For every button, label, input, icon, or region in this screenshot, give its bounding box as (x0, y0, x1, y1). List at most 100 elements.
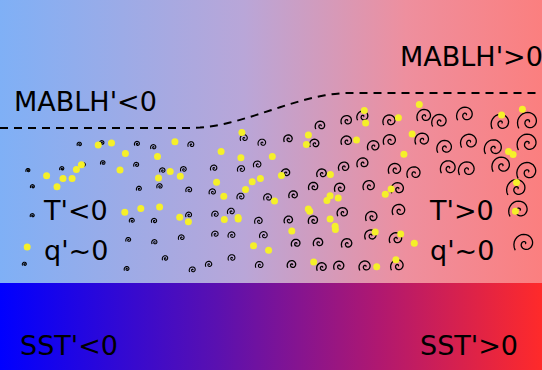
moisture-dot (323, 197, 330, 204)
moisture-dot (510, 151, 517, 158)
moisture-dot (218, 148, 225, 155)
eddy (210, 165, 216, 170)
annotation-label: q'~0 (430, 236, 494, 266)
annotation-label: q'~0 (44, 236, 108, 266)
eddy (437, 140, 452, 152)
eddy (383, 135, 395, 145)
eddy (415, 133, 429, 144)
eddy (440, 161, 455, 173)
eddy (509, 201, 527, 217)
eddy (366, 211, 377, 221)
eddy (205, 261, 211, 266)
eddy (309, 182, 318, 190)
moisture-dot (395, 114, 402, 121)
eddy (291, 239, 300, 246)
eddy (181, 167, 187, 172)
moisture-dot (382, 191, 389, 198)
moisture-dot (249, 178, 256, 185)
moisture-dot (305, 206, 312, 213)
moisture-dot (117, 166, 124, 173)
eddy (335, 183, 345, 192)
moisture-dot (156, 204, 163, 211)
eddy (136, 186, 141, 190)
moisture-dot (121, 209, 128, 216)
eddy (255, 217, 263, 223)
moisture-dot (221, 216, 228, 223)
eddy (317, 263, 327, 271)
moisture-dot (54, 183, 61, 190)
eddy (212, 231, 218, 236)
eddy (237, 166, 244, 172)
moisture-dot (95, 142, 102, 149)
moisture-dot (519, 106, 526, 113)
moisture-dot (73, 166, 80, 173)
moisture-dot (155, 175, 162, 182)
moisture-dot (335, 195, 342, 202)
moisture-dot (137, 205, 144, 212)
moisture-dot (237, 154, 244, 161)
eddy (432, 114, 446, 126)
eddy (341, 239, 351, 248)
moisture-dot (238, 129, 245, 136)
eddy (152, 240, 157, 244)
annotation-label: T'<0 (44, 196, 108, 226)
eddy (517, 134, 536, 150)
moisture-dot (278, 172, 285, 179)
eddy (228, 255, 235, 261)
moisture-dot (154, 153, 161, 160)
moisture-dot (332, 226, 339, 233)
moisture-dot (185, 218, 192, 225)
eddy (492, 157, 510, 172)
sst-label: SST'>0 (420, 331, 518, 361)
moisture-dot (305, 131, 312, 138)
moisture-dot (353, 137, 360, 144)
moisture-dot (69, 175, 76, 182)
moisture-dot (397, 231, 404, 238)
moisture-dot (388, 186, 395, 193)
eddy (77, 142, 81, 146)
moisture-dot (167, 168, 174, 175)
moisture-dot (235, 214, 242, 221)
eddy (461, 134, 477, 147)
eddy (392, 204, 405, 215)
eddy (518, 112, 537, 128)
moisture-dot (372, 228, 379, 235)
moisture-dot (513, 179, 520, 186)
moisture-dot (512, 208, 519, 215)
eddy (367, 141, 379, 151)
moisture-dot (288, 228, 295, 235)
moisture-dot (177, 173, 184, 180)
eddy (30, 185, 34, 188)
eddy (363, 181, 374, 191)
eddy (255, 262, 263, 268)
eddy (514, 234, 533, 250)
eddy (134, 141, 139, 145)
eddy (317, 169, 327, 177)
moisture-dot (242, 186, 249, 193)
eddy (484, 140, 501, 154)
eddy (228, 232, 235, 238)
annotation-label: T'>0 (430, 196, 494, 226)
eddy (237, 193, 244, 199)
eddy (334, 261, 344, 270)
eddy (160, 168, 165, 173)
moisture-dot (220, 193, 227, 200)
moisture-dot (265, 247, 272, 254)
moisture-dot (362, 120, 369, 127)
eddy (188, 142, 194, 147)
eddy (507, 180, 525, 196)
eddy (313, 238, 322, 246)
eddy (284, 135, 292, 142)
eddy (287, 261, 296, 268)
eddy (26, 169, 30, 172)
eddy (151, 218, 156, 222)
moisture-dot (122, 150, 129, 157)
moisture-dot (43, 172, 50, 179)
moisture-dot (108, 140, 115, 147)
eddy (341, 116, 351, 125)
moisture-dot (416, 101, 423, 108)
eddy (315, 121, 324, 129)
eddy (134, 162, 139, 166)
eddy (457, 107, 473, 120)
eddy (338, 162, 348, 171)
